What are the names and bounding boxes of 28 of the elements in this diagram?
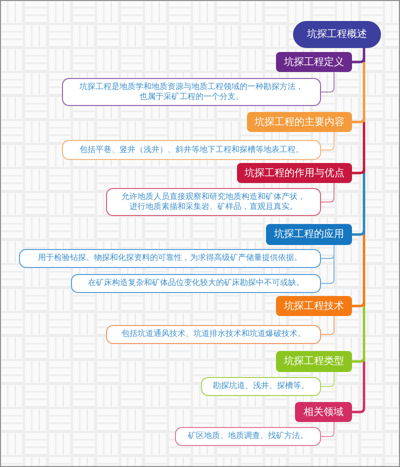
detail-text-box: 矿区地质、地质调查、找矿方法。: [175, 427, 321, 446]
central-topic-box: 坑探工程概述: [293, 21, 381, 48]
connector-line: [352, 408, 366, 414]
connector-line: [352, 118, 366, 124]
branch-topic-box: 坑探工程技术: [276, 296, 352, 316]
detail-text-box: 勘探坑道、浅井、探槽等。: [201, 377, 321, 396]
connector-line: [352, 302, 366, 308]
connector-line: [352, 230, 366, 236]
connector-line: [320, 279, 334, 284]
branch-topic-box: 坑探工程定义: [276, 52, 352, 72]
connector-line: [362, 48, 366, 408]
detail-text-box: 包括平巷、竖井（浅井）、斜井等地下工程和探槽等地表工程。: [62, 140, 321, 160]
detail-text-box: 坑探工程是地质学和地质资源与地质工程领域的一种勘探方法，也属于采矿工程的一个分支。: [62, 78, 321, 106]
connector-line: [352, 58, 366, 64]
detail-text-box: 包括坑道通风技术、坑道排水技术和坑道爆破技术。: [106, 325, 321, 344]
branch-topic-box: 坑探工程的作用与优点: [237, 163, 352, 183]
branch-topic-box: 坑探工程类型: [276, 351, 352, 372]
branch-topic-box: 坑探工程的主要内容: [247, 112, 352, 132]
detail-text-box: 在矿床构造复杂和矿体品位变化较大的矿床勘探中不可或缺。: [71, 274, 321, 293]
connector-line: [352, 168, 366, 174]
detail-text-box: 用于检验钻探、物探和化探资料的可靠性，为求得高级矿产储量提供依据。: [19, 249, 321, 268]
connector-line: [352, 357, 366, 363]
detail-text-box: 允许地质人员直接观察和研究地质构造和矿体产状，进行地质素描和采集岩、矿样品，直观且真实。: [106, 188, 321, 216]
connector-line: [320, 422, 334, 437]
branch-topic-box: 相关领域: [295, 402, 352, 422]
branch-topic-box: 坑探工程的应用: [266, 224, 352, 245]
connector-line: [320, 254, 334, 259]
connector-line: [320, 372, 334, 387]
